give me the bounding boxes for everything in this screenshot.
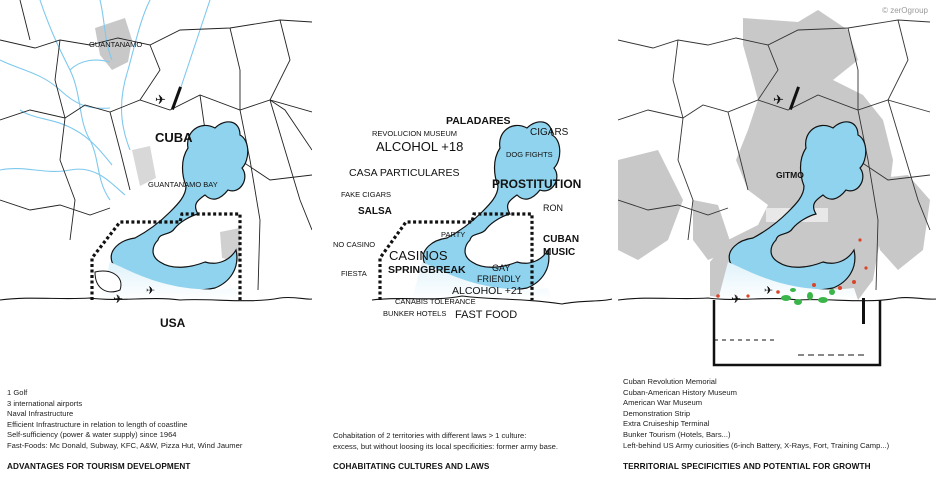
credit-label: © zerOgroup: [882, 6, 928, 15]
airplane-icon: ✈: [146, 284, 155, 297]
word-cuban: CUBAN: [543, 234, 580, 245]
road-network: [0, 0, 312, 291]
airplane-icon: ✈: [155, 93, 166, 108]
word-casinos: CASINOS: [389, 248, 448, 263]
bay-water: [422, 121, 561, 292]
word-map: [371, 121, 613, 305]
red-spots: [716, 238, 868, 298]
panel1-description: 1 Golf 3 international airports Naval In…: [7, 388, 242, 452]
word-prostitution: PROSTITUTION: [492, 177, 582, 191]
desc-line: Demonstration Strip: [623, 408, 691, 418]
panel3-heading: TERRITORIAL SPECIFICITIES AND POTENTIAL …: [623, 462, 871, 471]
desc-line: Cohabitation of 2 territories with diffe…: [333, 431, 527, 440]
word-friendly: FRIENDLY: [477, 274, 521, 284]
airplane-icon: ✈: [113, 292, 123, 306]
word-party: PARTY: [441, 230, 466, 239]
desc-line: excess, but without loosing its local sp…: [333, 441, 558, 451]
word-cigars: CIGARS: [530, 127, 569, 138]
word-bunker-hotels: BUNKER HOTELS: [383, 309, 447, 318]
desc-line: Left-behind US Army curiosities (6-inch …: [623, 440, 890, 450]
desc-line: 3 international airports: [7, 398, 83, 408]
word-dog-fights: DOG FIGHTS: [506, 150, 553, 159]
desc-line: Extra Cruiseship Terminal: [623, 419, 710, 429]
word-paladares: PALADARES: [446, 115, 511, 127]
desc-line: American War Museum: [623, 398, 703, 408]
word-music: MUSIC: [543, 247, 576, 258]
airstrip: [788, 86, 800, 110]
guantanamo-urban-area: [95, 18, 132, 70]
desc-line: Naval Infrastructure: [7, 409, 74, 419]
airplane-icon: ✈: [731, 292, 741, 306]
tourism-map: ✈ ✈ ✈: [0, 0, 312, 306]
word-casa-particulares: CASA PARTICULARES: [349, 167, 460, 179]
word-revolucion-museum: REVOLUCION MUSEUM: [372, 129, 458, 138]
label-usa: USA: [160, 316, 186, 330]
word-alcohol21: ALCOHOL +21: [452, 285, 523, 297]
desc-line: Efficient Infrastructure in relation to …: [7, 419, 188, 429]
growth-zones: [618, 10, 930, 300]
word-gay: GAY: [492, 263, 511, 273]
growth-map: ✈ ✈ ✈: [618, 10, 936, 367]
label-guantanamo-bay: GUANTANAMO BAY: [148, 180, 218, 189]
coastline: [371, 295, 613, 305]
word-canabis-tolerance: CANABIS TOLERANCE: [395, 297, 476, 306]
panel1-heading: ADVANTAGES FOR TOURISM DEVELOPMENT: [7, 462, 191, 471]
panel2-heading: COHABITATING CULTURES AND LAWS: [333, 462, 490, 471]
desc-line: Cuban-American History Museum: [623, 387, 737, 397]
word-no-casino: NO CASINO: [333, 240, 376, 249]
label-guantanamo: GUANTANAMO: [89, 40, 143, 49]
word-salsa: SALSA: [358, 206, 392, 217]
desc-line: Self-sufficiency (power & water supply) …: [7, 430, 177, 440]
airstrip: [170, 86, 182, 110]
panel2-description: Cohabitation of 2 territories with diffe…: [333, 431, 558, 452]
word-alcohol18: ALCOHOL +18: [376, 139, 464, 154]
word-springbreak: SPRINGBREAK: [388, 264, 466, 276]
word-fiesta: FIESTA: [341, 269, 367, 278]
guantanamo-bay-water: [110, 121, 249, 292]
panel3-description: Cuban Revolution Memorial Cuban-American…: [623, 377, 889, 451]
label-gitmo: GITMO: [776, 170, 804, 180]
word-ron: RON: [543, 203, 563, 213]
demonstration-strip: [712, 300, 882, 367]
airplane-icon: ✈: [764, 284, 773, 297]
word-fake-cigars: FAKE CIGARS: [341, 190, 392, 199]
desc-line: 1 Golf: [7, 388, 28, 397]
rivers: [0, 0, 211, 201]
gitmo-bay-water: [728, 121, 867, 292]
coastline: [0, 296, 312, 302]
desc-line: Fast-Foods: Mc Donald, Subway, KFC, A&W,…: [7, 440, 243, 450]
desc-line: Bunker Tourism (Hotels, Bars...): [623, 429, 731, 439]
airplane-icon: ✈: [773, 93, 784, 108]
word-fast-food: FAST FOOD: [455, 309, 518, 321]
road-network: [618, 19, 931, 291]
green-spots: [781, 288, 835, 305]
label-cuba: CUBA: [155, 130, 193, 145]
desc-line: Cuban Revolution Memorial: [623, 377, 717, 386]
